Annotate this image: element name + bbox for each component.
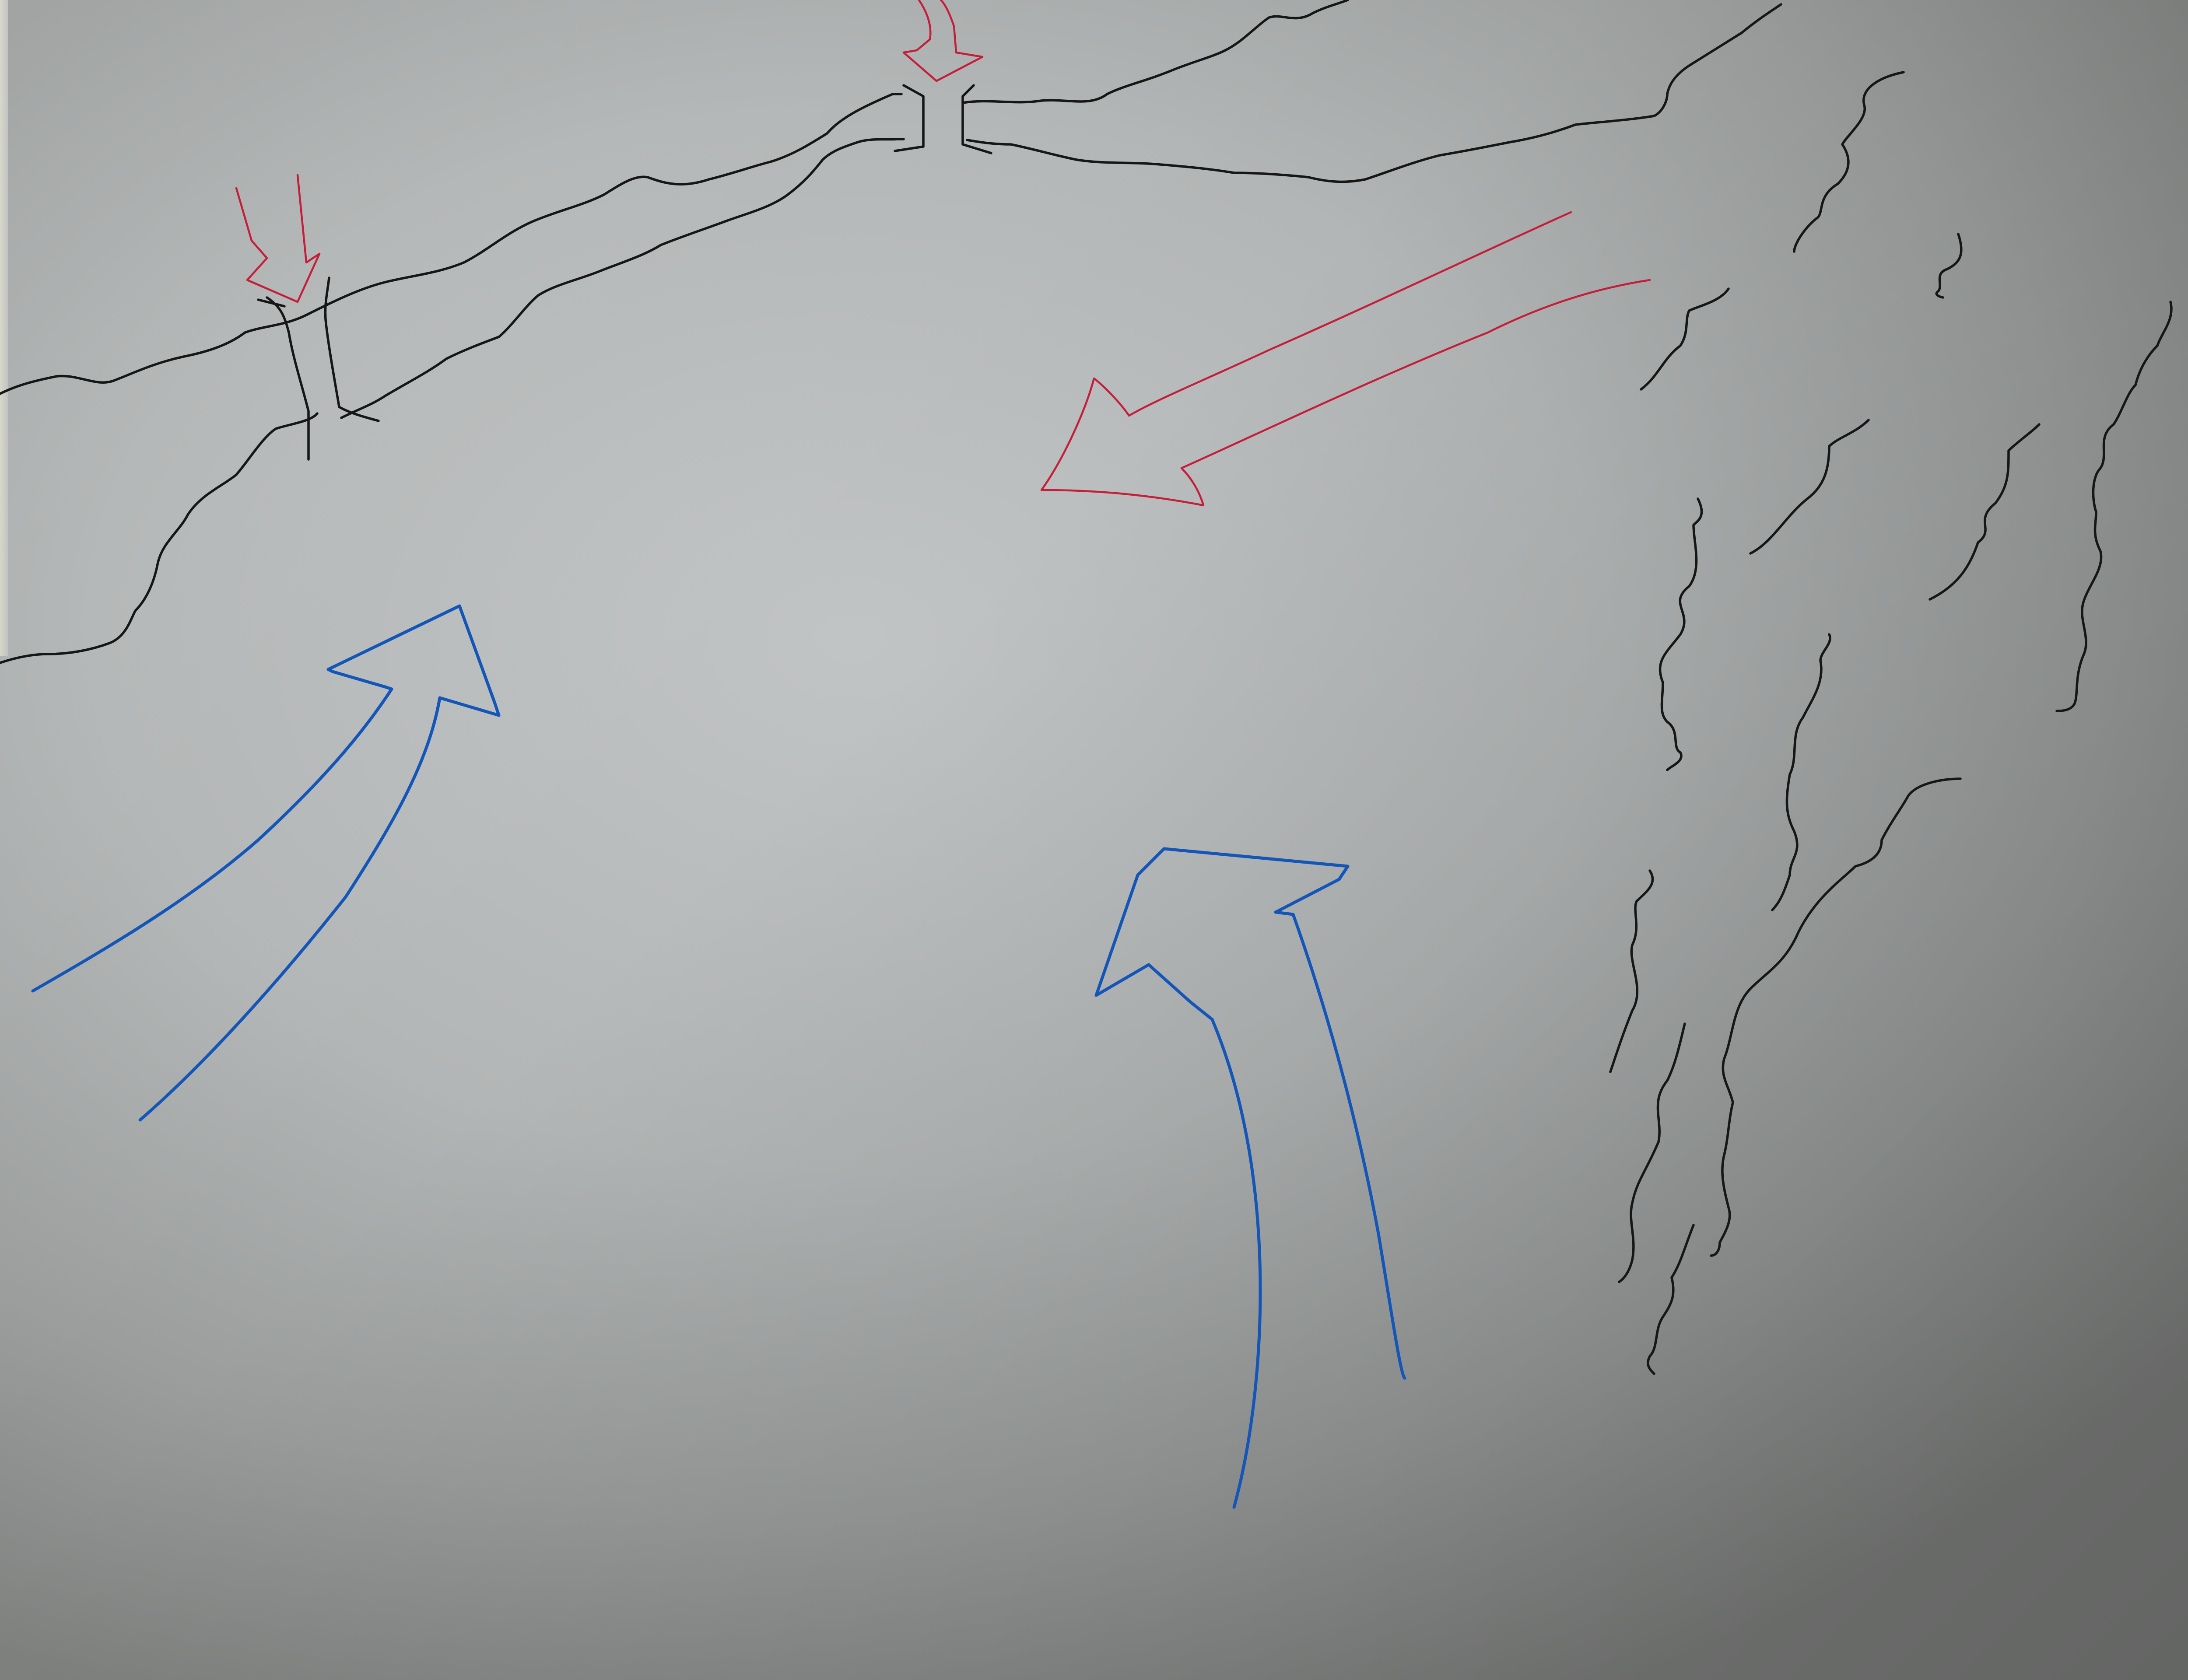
blue-arrow-northeast (31, 604, 501, 1122)
coastline-lower-line-east (966, 3, 1782, 183)
cloud-mark-12 (1647, 1224, 1695, 1375)
cloud-mark-2 (1935, 233, 1963, 299)
strait-marker-west-left-bank (266, 296, 310, 461)
paper-edge (0, 0, 8, 656)
cloud-mark-3 (1640, 287, 1730, 391)
red-down-arrow-strait-east (902, 0, 984, 82)
blue-arrow-north-curved (1094, 847, 1406, 1509)
cloud-mark-11 (1618, 1022, 1686, 1283)
coastline-upper-line-east (961, 0, 1349, 104)
cloud-mark-1 (1793, 71, 1905, 253)
cloud-mark-6 (1929, 423, 2041, 601)
strait-marker-west-right-bank (324, 276, 380, 422)
coastline-lines (0, 0, 1782, 664)
cloud-marks (1609, 71, 2173, 1375)
red-down-arrow-strait-west (235, 174, 321, 303)
red-arrows (235, 0, 1651, 507)
strait-marker-east-right-bank (961, 84, 992, 154)
cloud-mark-9 (1710, 777, 1962, 1257)
cloud-mark-5 (1749, 419, 1870, 555)
cloud-mark-7 (1659, 497, 1703, 771)
cloud-mark-8 (1771, 633, 1831, 911)
cloud-mark-4 (2055, 301, 2173, 712)
blue-arrows (31, 604, 1406, 1509)
red-long-arrow-southwest (1040, 211, 1651, 507)
coastline-lower-line (0, 138, 905, 664)
strait-marker-east-left-bank (894, 84, 925, 152)
strait-markers (257, 84, 992, 461)
cloud-mark-10 (1609, 869, 1654, 1073)
strait-marker-west-cap (257, 298, 286, 308)
coastline-upper-line (0, 93, 903, 395)
